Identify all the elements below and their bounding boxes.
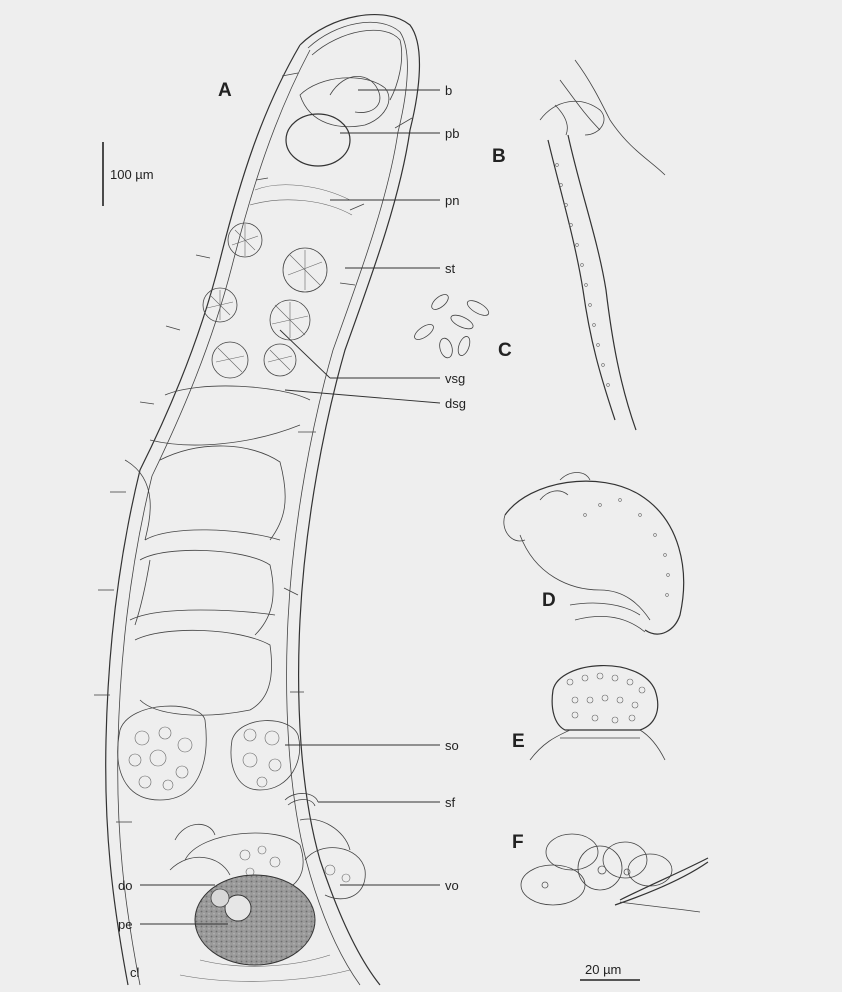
panel-b-figure — [540, 60, 665, 430]
panel-a-body — [94, 15, 419, 985]
panel-label-e: E — [512, 731, 525, 752]
label-sf: sf — [445, 795, 456, 810]
panel-f-figure — [521, 834, 708, 912]
panel-label-d: D — [542, 590, 556, 611]
label-pn: pn — [445, 193, 459, 208]
label-pb: pb — [445, 126, 459, 141]
panel-label-c: C — [498, 340, 512, 361]
label-do: do — [118, 878, 132, 893]
panel-e-figure — [530, 666, 665, 760]
panel-d-figure — [504, 473, 684, 635]
panel-c-figure — [412, 292, 491, 359]
label-vo: vo — [445, 878, 459, 893]
label-st: st — [445, 261, 456, 276]
label-b: b — [445, 83, 452, 98]
scale-label-20um: 20 µm — [585, 962, 621, 977]
label-vsg: vsg — [445, 371, 465, 386]
panel-label-b: B — [492, 146, 506, 167]
scale-label-100um: 100 µm — [110, 167, 154, 182]
panel-label-a: A — [218, 80, 232, 101]
panel-label-f: F — [512, 832, 524, 853]
label-dsg: dsg — [445, 396, 466, 411]
label-so: so — [445, 738, 459, 753]
leader-lines — [140, 90, 440, 924]
label-cl: cl — [130, 965, 140, 980]
label-pe: pe — [118, 917, 132, 932]
